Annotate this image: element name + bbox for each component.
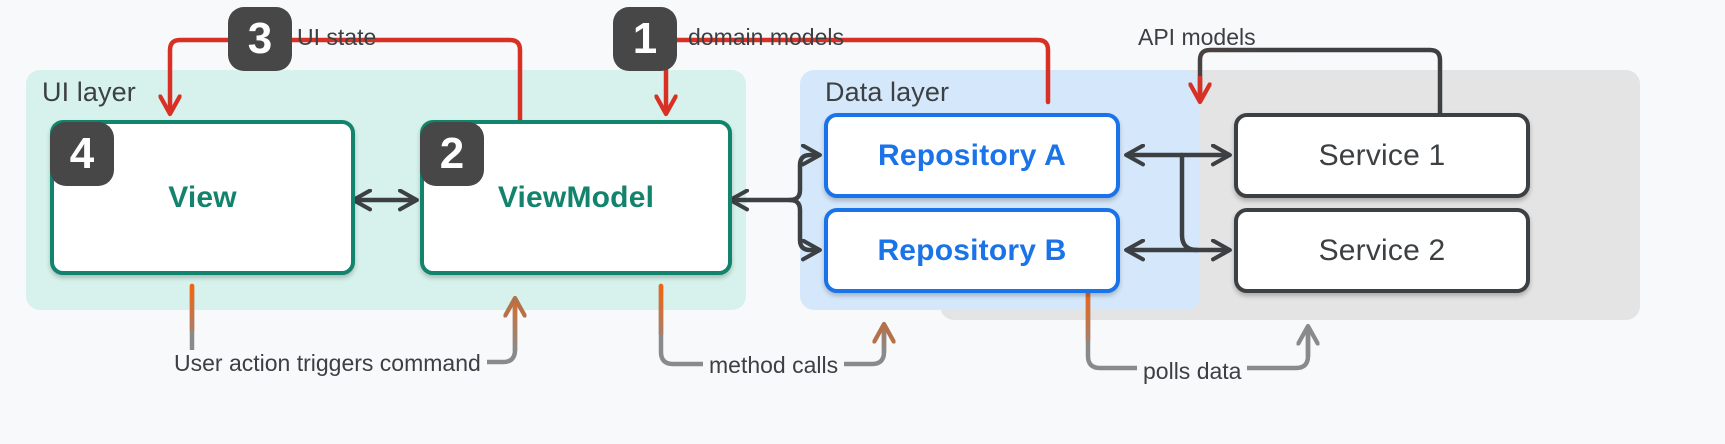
step-badge-3-number: 3 (247, 14, 273, 63)
step-badge-3: 3 (228, 7, 292, 71)
step-badge-4-number: 4 (69, 129, 95, 178)
step-badge-4: 4 (50, 122, 114, 186)
ui-layer-label: UI layer (42, 77, 136, 107)
node-repository-a-label: Repository A (878, 138, 1066, 172)
node-repository-b[interactable]: Repository B (824, 208, 1120, 293)
node-viewmodel-label: ViewModel (497, 180, 655, 214)
node-service-2-label: Service 2 (1318, 233, 1446, 267)
data-layer-label: Data layer (825, 77, 950, 107)
node-view-label: View (168, 180, 237, 214)
step-badge-1: 1 (613, 7, 677, 71)
step-badge-2: 2 (420, 122, 484, 186)
step-badge-1-number: 1 (632, 14, 658, 63)
edge-label-domain-models: domain models (688, 24, 844, 50)
step-badge-2-number: 2 (439, 129, 465, 178)
node-repository-a[interactable]: Repository A (824, 113, 1120, 198)
node-service-2[interactable]: Service 2 (1234, 208, 1530, 293)
edge-label-method-calls: method calls (703, 352, 845, 379)
edge-label-ui-state: UI state (297, 24, 377, 50)
node-service-1-label: Service 1 (1318, 138, 1446, 172)
edge-label-api-models: API models (1138, 24, 1256, 50)
edge-label-polls-data: polls data (1137, 358, 1248, 385)
node-repository-b-label: Repository B (877, 233, 1067, 267)
node-service-1[interactable]: Service 1 (1234, 113, 1530, 198)
edge-label-user-action: User action triggers command (168, 350, 487, 377)
